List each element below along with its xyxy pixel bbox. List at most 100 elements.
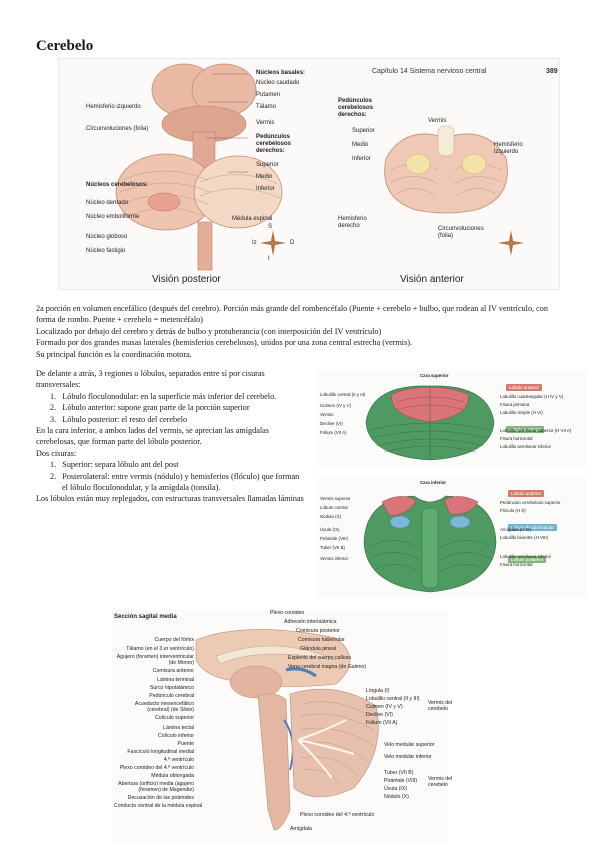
sag-left-label: Acueducto mesencefálico (cerebral) (de S… (134, 701, 194, 713)
sag-top-label: Vena cerebral magna (de Galeno) (288, 664, 367, 670)
compass-rose-icon (260, 230, 286, 256)
sup-left-label: Declive (VI) (320, 421, 343, 426)
inf-left-label: Vermis inferior (320, 556, 349, 561)
sag-top-label: Comisura posterior (296, 628, 340, 634)
label-vermis-ant: Vermis (428, 118, 447, 124)
inf-right-label: Amígdala (H IX) (500, 527, 532, 532)
chapter-page-number: 389 (546, 68, 558, 75)
tag-lobulo-posterior-sup: Lóbulo posterior (506, 426, 545, 433)
sag-left-label: Plexo coroideo del 4.º ventrículo (119, 765, 194, 771)
sag-left-label: Colículo inferior (157, 733, 194, 739)
sup-left-label: Folium (VII A) (320, 430, 347, 435)
lobe-item-1: 1. Lóbulo floculonodular: en la superfic… (50, 391, 277, 401)
inf-face-title: Cara inferior (420, 480, 447, 485)
sup-right-label: Lobulillo simple (H VI) (500, 410, 543, 415)
inf-left-labels: Vermis superior Lóbulo central Nódulo (X… (320, 496, 351, 561)
sup-left-labels: Lobulillo central (II y III) Culmen (IV … (320, 392, 365, 435)
sup-face-title: Cara superior (420, 373, 449, 378)
sag-left-label: Médula oblongada (151, 773, 194, 779)
sag-left-label: Fascículo longitudinal medial (127, 749, 194, 755)
inf-right-label: Fisura horizontal (500, 562, 533, 567)
label-putamen: Putamen (256, 92, 281, 98)
sag-right-label: Língula (I) (366, 688, 390, 694)
compass-iz: Iz (252, 240, 257, 246)
sup-left-label: Lobulillo central (II y III) (320, 392, 366, 397)
inf-right-label: Lobulillo biventre (H VIII) (500, 535, 549, 540)
sagittal-top-labels: Plexo coroideo Adhesión intertalámica Co… (270, 610, 367, 670)
tag-lobulo-posterior-inf: Lóbulo posterior (508, 556, 547, 563)
label-nucleo-globoso: Núcleo globoso (86, 234, 128, 240)
sag-left-label: Puente (177, 741, 194, 747)
page-title: Cerebelo (36, 38, 94, 54)
paragraph-6: En la cara inferior, a ambos lados del v… (36, 426, 269, 447)
tag-lobulo-floculonodular: Lóbulo floculonodular (508, 524, 557, 531)
sag-right-label: Lobulillo central (II y III) (366, 696, 420, 702)
sup-right-label: Lobulillo semilunar superior (H VII A) (500, 428, 572, 433)
sup-right-labels: Lobulillo cuadrangular (H IV y V) Fisura… (500, 394, 571, 449)
inf-left-label: Tuber (VII B) (320, 545, 345, 550)
lobe-item-2: 2. Lóbulo anterior: supone gran parte de… (50, 403, 250, 413)
label-pedunculos-posterior: Pedúnculos cerebelosos derechos: (256, 134, 292, 154)
sag-left-label: Comisura anterior (152, 668, 194, 674)
compass-i: I (268, 256, 270, 262)
sag-top-label: Esplenio del cuerpo calloso (288, 655, 352, 661)
posterior-view-illustration (115, 63, 283, 271)
sagittal-right-labels-bottom: Tuber (VII B) Pirámide (VIII) Úvula (IX)… (384, 770, 417, 800)
inf-right-label: Lobulillo semilunar inferior (500, 554, 552, 559)
lobes-text-column: De delante a atrás, 3 regiones o lóbulos… (36, 368, 306, 505)
sag-left-label: Surco hipotalámico (149, 685, 194, 691)
label-pedunculos-anterior: Pedúnculos cerebelosos derechos: (338, 98, 374, 118)
paragraph-1: 2a porción en volumen encefálico (despué… (36, 304, 548, 325)
paragraph-5: De delante a atrás, 3 regiones o lóbulos… (36, 369, 265, 390)
paragraph-7: Dos cisuras: (36, 448, 77, 458)
inf-right-labels: Pedúnculo cerebeloso superior Flóculo (H… (500, 500, 561, 567)
sag-left-label: Pedúnculo cerebral (149, 693, 194, 699)
sag-top-label: Plexo coroideo (270, 610, 305, 616)
paragraph-3: Formado por dos grandes masas laterales … (36, 338, 413, 348)
sup-left-label: Culmen (IV y V) (320, 403, 351, 408)
sag-right-label: Pirámide (VIII) (384, 778, 418, 784)
label-inferior-post: Inferior (256, 186, 275, 192)
tag-lobulo-anterior-inf: Lóbulo anterior (508, 490, 545, 497)
inf-left-label: Nódulo (X) (320, 514, 341, 519)
fissure-item-1: 1. Superior: separa lóbulo ant del post (50, 460, 179, 470)
label-nucleo-dentado: Núcleo dentado (86, 200, 129, 206)
inf-left-label: Lóbulo central (320, 505, 348, 510)
sag-left-label: Colículo superior (155, 715, 194, 721)
sag-left-label: 4.º ventrículo (163, 757, 194, 763)
label-vermis: Vermis (256, 120, 275, 126)
compass-d: D (290, 240, 295, 246)
sag-left-label: Lámina tectal (163, 725, 194, 731)
sag-right-label: Culmen (IV y V) (366, 704, 403, 710)
sag-right-label: Folium (VII A) (366, 720, 398, 726)
label-superior-post: Superior (256, 162, 279, 168)
sup-left-label: Vermis (320, 412, 334, 417)
label-medio-ant: Medio (352, 142, 369, 148)
inf-right-label: Pedúnculo cerebeloso superior (500, 500, 561, 505)
sag-right-label: Velo medular superior (384, 742, 435, 748)
tag-lobulo-anterior-sup: Lóbulo anterior (506, 384, 543, 391)
compass-rose-anterior-icon (498, 230, 524, 256)
sup-right-label: Lobulillo cuadrangular (H IV y V) (500, 394, 564, 399)
inferior-face-illustration (363, 495, 497, 593)
label-hemisferio-der-ant: Hemisferio derecho (338, 216, 367, 229)
paragraph-4: Su principal función es la coordinación … (36, 349, 192, 359)
label-nucleo-caudado: Núcleo caudado (256, 80, 300, 86)
sagittal-left-labels: Cuerpo del fórnix Tálamo (en el 3.er ven… (114, 637, 203, 809)
intro-text: 2a porción en volumen encefálico (despué… (36, 303, 568, 360)
inf-left-label: Pirámide (VIII) (320, 536, 349, 541)
label-inferior-ant: Inferior (352, 156, 371, 162)
lobe-item-3: 3. Lóbulo posterior: el resto del cerebe… (50, 414, 188, 424)
compass-s: S (268, 224, 273, 230)
fissure-item-2: 2. Posterolateral: entre vermis (nódulo)… (50, 471, 300, 493)
label-circunvoluciones: Circunvoluciones (folia) (86, 126, 149, 132)
caption-anterior: Visión anterior (400, 274, 464, 285)
sag-left-label: Conducto central de la médula espinal (114, 803, 203, 809)
paragraph-8: Los lóbulos están muy replegados, con es… (36, 494, 304, 504)
sag-top-label: Adhesión intertalámica (284, 619, 337, 625)
label-superior-ant: Superior (352, 128, 375, 134)
sag-right-label: Úvula (IX) (384, 786, 408, 792)
inf-left-label: Vermis superior (320, 496, 351, 501)
sag-left-label: Lámina terminal (157, 677, 194, 683)
caption-posterior: Visión posterior (152, 274, 221, 285)
